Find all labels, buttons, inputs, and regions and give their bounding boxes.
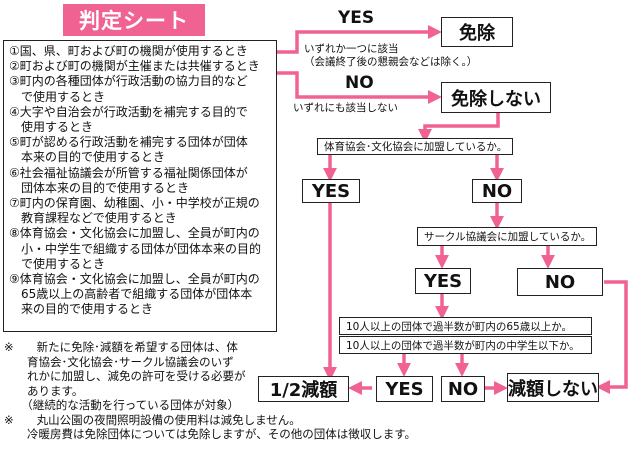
q-elderly-members: 10人以上の団体で過半数が町内の65歳以上か。 (339, 317, 592, 335)
criteria-item: ⑥社会福祉協議会が所管する福祉関係団体が (9, 165, 248, 180)
note-line: ※ 丸山公園の夜間照明設備の使用料は減免しません。 (4, 412, 301, 427)
note-line: あります。 (4, 383, 84, 398)
no-bottom-box: NO (441, 376, 485, 402)
no-top-label: NO (345, 73, 374, 93)
note-line: れかに加盟し、減免の許可を受ける必要が (4, 369, 246, 383)
no-right-box: NO (517, 268, 603, 296)
criteria-item: ⑦町内の保育園、幼稚園、小・中学校が正規の (9, 196, 260, 211)
criteria-list: ①国、県、町および町の機関が使用するとき ②町および町の機関が主催または共催する… (3, 40, 277, 332)
criteria-item: 65歳以上の高齢者で組織する団体が団体本 (9, 287, 253, 302)
criteria-item: ③町内の各種団体が行政活動の協力目的など (9, 74, 248, 89)
criteria-item: ⑤町が認める行政活動を補完する団体が団体 (9, 135, 248, 150)
criteria-item: 教育課程などで使用するとき (9, 211, 177, 226)
yes-top-note: いずれか一つに該当 (304, 43, 399, 55)
arrow-no-not-exempt (277, 71, 442, 104)
criteria-item: 団体本来の目的で使用するとき (9, 180, 190, 195)
criteria-item: ①国、県、町および町の機関が使用するとき (9, 44, 248, 58)
criteria-item: ②町および町の機関が主催または共催するとき (9, 59, 260, 74)
criteria-item: で使用するとき (9, 256, 106, 271)
note-line: 冷暖房費は免除団体については免除しますが、その他の団体は徴収します。 (4, 427, 417, 441)
criteria-item: 使用するとき (9, 120, 94, 135)
no-reduction-box: 減額しない (507, 373, 599, 402)
criteria-item: 小・中学生で組織する団体が団体本来の目的 (9, 241, 262, 256)
no-mid-box: NO (472, 179, 522, 203)
arrow-yes-exempt (277, 25, 442, 54)
yes-left-box: YES (302, 179, 360, 203)
half-reduction-box: 1/2減額 (258, 376, 349, 402)
no-top-note: いずれにも該当しない (293, 102, 398, 114)
criteria-item: で使用するとき (9, 89, 106, 104)
criteria-item: 本来の目的で使用するとき (9, 150, 166, 165)
criteria-item: ⑧体育協会・文化協会に加盟し、全員が町内の (9, 226, 260, 241)
not-exempt-box: 免除しない (441, 82, 551, 113)
yes-mid-box: YES (415, 268, 471, 294)
note-line: 育協会･文化協会･サークル協議会のいず (4, 354, 234, 369)
yes-bottom-box: YES (376, 376, 433, 402)
yes-top-label: YES (338, 8, 375, 28)
q-circle-council: サークル協議会に加盟しているか。 (417, 227, 597, 246)
yes-top-note-paren: （会議終了後の懇親会などは除く。） (304, 56, 478, 68)
arrow-no-right-to-no-reduction (596, 280, 628, 394)
criteria-item: ④大字や自治会が行政活動を補完する目的で (9, 104, 248, 119)
q-sports-culture: 体育協会･文化協会に加盟しているか。 (317, 138, 513, 155)
title-badge: 判定シート (63, 4, 205, 36)
exempt-box: 免除 (441, 17, 513, 47)
arrow-to-q-sports (418, 113, 500, 143)
criteria-item: ⑨体育協会・文化協会に加盟し、全員が町内の (9, 272, 260, 287)
q-student-members: 10人以上の団体で過半数が町内の中学生以下か。 (339, 336, 592, 354)
notes: ※ 新たに免除･減額を希望する団体は、体 育協会･文化協会･サークル協議会のいず… (4, 340, 416, 442)
note-line: （継続的な活動を行っている団体が対象） (4, 398, 240, 412)
criteria-item: 来の目的で使用するとき (9, 302, 154, 317)
note-line: ※ 新たに免除･減額を希望する団体は、体 (4, 340, 238, 354)
